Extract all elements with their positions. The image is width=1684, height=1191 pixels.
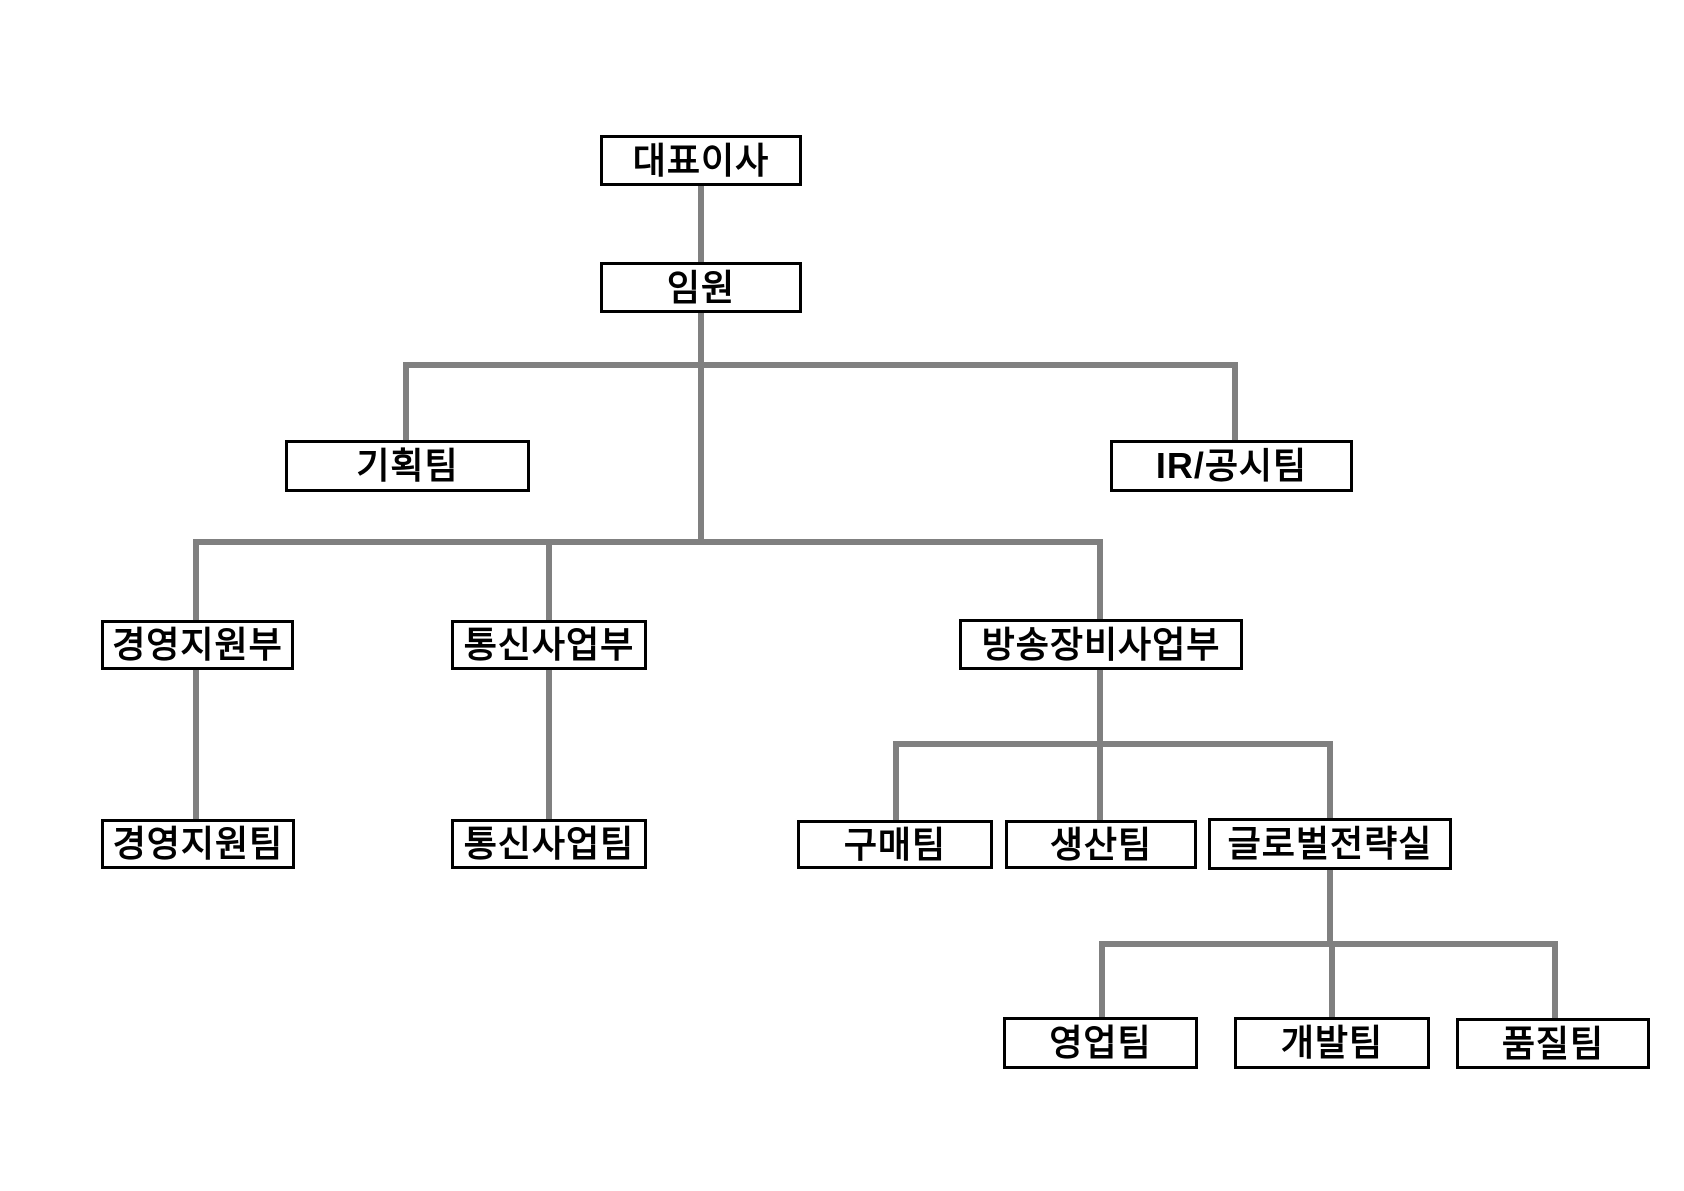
node-ir-disclosure-team: IR/공시팀 (1110, 440, 1353, 492)
connector-executives-trunk (698, 313, 704, 545)
connector-drop-sales-team (1099, 941, 1105, 1017)
node-ir-disclosure-team-label: IR/공시팀 (1155, 445, 1308, 486)
node-telecom-business-team: 통신사업팀 (451, 819, 647, 869)
node-ceo-label: 대표이사 (632, 139, 770, 181)
node-mgmt-support-team-label: 경영지원팀 (112, 823, 284, 864)
node-sales-team: 영업팀 (1003, 1017, 1198, 1069)
node-global-strategy-office: 글로벌전략실 (1208, 818, 1452, 870)
connector-drop-ir-disclosure-team (1232, 362, 1238, 440)
node-development-team-label: 개발팀 (1280, 1022, 1384, 1063)
node-broadcast-equipment-dept-label: 방송장비사업부 (981, 623, 1221, 665)
node-development-team: 개발팀 (1234, 1017, 1430, 1069)
node-telecom-business-team-label: 통신사업팀 (463, 823, 635, 864)
connector-ceo-executives (698, 186, 704, 262)
node-production-team-label: 생산팀 (1049, 823, 1153, 865)
node-production-team: 생산팀 (1005, 820, 1197, 869)
connector-drop-broadcast-equipment-dept (1097, 539, 1103, 619)
node-purchasing-team: 구매팀 (797, 820, 993, 869)
node-quality-team: 품질팀 (1456, 1018, 1650, 1069)
node-broadcast-equipment-dept: 방송장비사업부 (959, 619, 1243, 670)
node-telecom-business-dept-label: 통신사업부 (463, 624, 635, 665)
connector-bar-global-children (1099, 941, 1558, 947)
node-purchasing-team-label: 구매팀 (843, 823, 947, 865)
node-planning-team: 기획팀 (285, 440, 530, 492)
connector-drop-quality-team (1552, 941, 1558, 1018)
connector-drop-mgmt-support-dept (193, 539, 199, 620)
node-executives-label: 임원 (666, 266, 736, 308)
connector-drop-purchasing-team (893, 741, 899, 820)
node-quality-team-label: 품질팀 (1501, 1022, 1605, 1064)
connector-mgmt-support-dept-team (193, 669, 199, 819)
connector-drop-global-strategy-office (1327, 741, 1333, 818)
connector-global-strategy-trunk (1327, 870, 1333, 947)
connector-telecom-dept-team (546, 669, 552, 819)
connector-drop-planning-team (403, 362, 409, 440)
node-ceo: 대표이사 (600, 135, 802, 186)
node-sales-team-label: 영업팀 (1049, 1022, 1152, 1063)
connector-bar-broadcast-children (893, 741, 1333, 747)
connector-drop-telecom-business-dept (546, 539, 552, 620)
node-mgmt-support-dept: 경영지원부 (101, 620, 294, 670)
node-telecom-business-dept: 통신사업부 (451, 620, 647, 670)
node-mgmt-support-dept-label: 경영지원부 (112, 624, 283, 665)
node-executives: 임원 (600, 262, 802, 313)
node-planning-team-label: 기획팀 (356, 445, 459, 486)
connector-bar-level3a (403, 362, 1238, 368)
connector-drop-development-team (1329, 941, 1335, 1017)
connector-bar-level3b (193, 539, 1103, 545)
node-mgmt-support-team: 경영지원팀 (101, 819, 295, 869)
node-global-strategy-office-label: 글로벌전략실 (1227, 823, 1433, 864)
